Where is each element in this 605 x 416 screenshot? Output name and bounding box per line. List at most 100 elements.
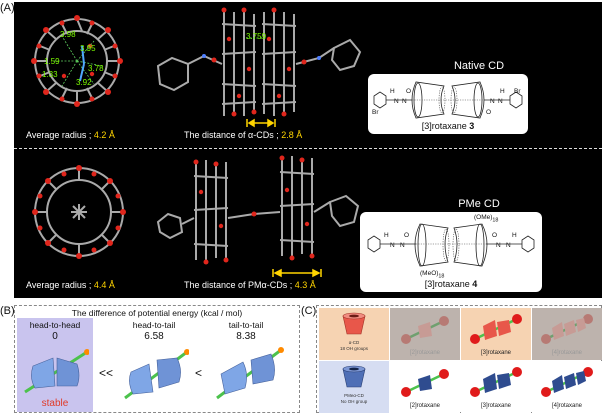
meo-text: (MeO) — [420, 270, 439, 277]
panel-a: 3.98 3.95 1.59 1.33 3.78 3.92 Average ra… — [14, 2, 602, 298]
energy-value: 8.38 — [236, 331, 256, 342]
avg-radius-caption-pme: Average radius ; 4.4 Å — [26, 280, 115, 290]
distance-label: 3.92 — [76, 78, 92, 87]
caption-value: 2.8 Å — [281, 130, 303, 140]
native-rotaxane-structure — [373, 81, 523, 119]
rotaxane-label: [4]rotaxane — [551, 350, 583, 356]
meo-subscript: 18 — [438, 273, 445, 280]
arrangement-label: tail-to-tail — [228, 320, 264, 330]
pme-rotaxane-structure-box: (OMe)18 (MeO)18 H N N O H N N O [3]rotax… — [360, 212, 542, 292]
distance-caption-native: The distance of α-CDs ; 2.8 Å — [184, 130, 302, 140]
caption-label: The distance of PMα-CDs ; — [184, 280, 295, 290]
pme-rotaxane-side-model — [156, 155, 360, 265]
rotaxane-label: [3]rotaxane — [480, 350, 512, 356]
native-4-rotaxane-cell: [4]rotaxane — [532, 308, 602, 360]
rotaxane-label: [2]rotaxane — [409, 403, 441, 409]
head-to-head-model — [24, 349, 89, 394]
chem-label: O — [406, 88, 412, 95]
chem-label: N — [400, 242, 405, 249]
native-rotaxane-structure-box: H N N O Br H N N O Br [3]rotaxane 3 — [368, 74, 528, 134]
panel-label-a: (A) — [0, 2, 15, 14]
arrangement-label: head-to-tail — [132, 320, 176, 330]
caption-value: 4.2 Å — [93, 130, 115, 140]
native-3-rotaxane-cell: [3]rotaxane — [461, 308, 531, 360]
alpha-cd-cell: α-CD 18 OH groups — [319, 308, 389, 360]
pme-rotaxane-name: [3]rotaxane 4 — [360, 279, 542, 289]
panel-a-divider — [14, 148, 602, 149]
compound-number: 4 — [472, 279, 478, 289]
chem-label: N — [498, 98, 503, 105]
compound-number: 3 — [469, 121, 475, 131]
caption-label: Average radius ; — [26, 280, 94, 290]
caption-label: Average radius ; — [26, 130, 94, 140]
pme-2-rotaxane-cell: [2]rotaxane — [390, 361, 460, 413]
chem-label: H — [384, 232, 389, 239]
pme-alpha-cd-cell: PMeα-CD No OH group — [319, 361, 389, 413]
chem-label: H — [512, 232, 517, 239]
pme-4-rotaxane-cell: [4]rotaxane — [532, 361, 602, 413]
chem-label: O — [404, 232, 410, 239]
rotaxane-icon — [541, 314, 593, 344]
panel-label-c: (C) — [301, 305, 317, 317]
alpha-cd-icon — [342, 312, 366, 335]
native-rotaxane-side-model — [156, 7, 362, 117]
tail-to-tail-model — [216, 347, 284, 400]
distance-label: 3.95 — [80, 44, 96, 53]
cd-description: 18 OH groups — [339, 346, 368, 351]
chem-label: Br — [514, 88, 521, 95]
compound-name: [3]rotaxane — [424, 279, 473, 289]
stable-highlight — [17, 318, 93, 412]
native-rotaxane-name: [3]rotaxane 3 — [368, 121, 528, 131]
chem-label: N — [490, 98, 495, 105]
distance-caption-pme: The distance of PMα-CDs ; 4.3 Å — [184, 280, 316, 290]
distance-label: 3.98 — [60, 30, 76, 39]
native-2-rotaxane-cell: [2]rotaxane — [390, 308, 460, 360]
caption-value: 4.4 Å — [93, 280, 115, 290]
panel-b: The difference of potential energy (kcal… — [14, 305, 300, 413]
avg-radius-caption-native: Average radius ; 4.2 Å — [26, 130, 115, 140]
distance-label: 1.33 — [42, 70, 58, 79]
native-cd-ring-model — [31, 15, 123, 107]
distance-arrow — [272, 268, 322, 278]
rotaxane-label: [4]rotaxane — [551, 403, 583, 409]
head-to-tail-model — [124, 349, 189, 400]
meo-label-bottom: (MeO)18 — [420, 270, 444, 279]
chem-label: O — [486, 109, 492, 116]
caption-label: The distance of α-CDs ; — [184, 130, 282, 140]
cd-description: No OH group — [340, 399, 368, 404]
chem-label: N — [394, 98, 399, 105]
energy-value: 6.58 — [144, 331, 164, 342]
caption-value: 4.3 Å — [294, 280, 316, 290]
distance-arrow — [246, 118, 276, 128]
stable-label: stable — [41, 398, 69, 409]
rotaxane-icon — [541, 367, 593, 397]
distance-label: 3.78 — [88, 64, 104, 73]
pme-3-rotaxane-cell: [3]rotaxane — [461, 361, 531, 413]
distance-label: 1.59 — [44, 57, 60, 66]
cd-name: α-CD — [348, 340, 360, 345]
rotaxane-icon — [470, 314, 522, 344]
pme-rotaxane-structure — [367, 223, 535, 267]
rotaxane-label: [2]rotaxane — [409, 350, 441, 356]
chem-label: H — [390, 88, 395, 95]
pme-cd-title: PMe CD — [458, 198, 500, 210]
chem-label: N — [506, 242, 511, 249]
compound-name: [3]rotaxane — [421, 121, 470, 131]
pme-cd-ring-model — [32, 165, 126, 259]
rotaxane-icon — [401, 316, 449, 344]
rotaxane-icon — [470, 367, 522, 397]
chem-label: N — [402, 98, 407, 105]
pme-alpha-cd-icon — [342, 365, 366, 388]
panel-c: α-CD 18 OH groups [2]rotaxane [3]rotaxan… — [316, 305, 602, 413]
panel-label-b: (B) — [0, 305, 15, 317]
chem-label: N — [390, 242, 395, 249]
chem-label: N — [496, 242, 501, 249]
chem-label: O — [492, 232, 498, 239]
native-cd-title: Native CD — [453, 60, 505, 72]
chem-label: Br — [372, 109, 379, 116]
inequality-sign: < — [195, 366, 203, 380]
ome-subscript: 18 — [492, 217, 499, 224]
distance-label: 3.759 — [246, 32, 267, 41]
energy-title: The difference of potential energy (kcal… — [71, 308, 243, 318]
cd-name: PMeα-CD — [344, 393, 364, 398]
